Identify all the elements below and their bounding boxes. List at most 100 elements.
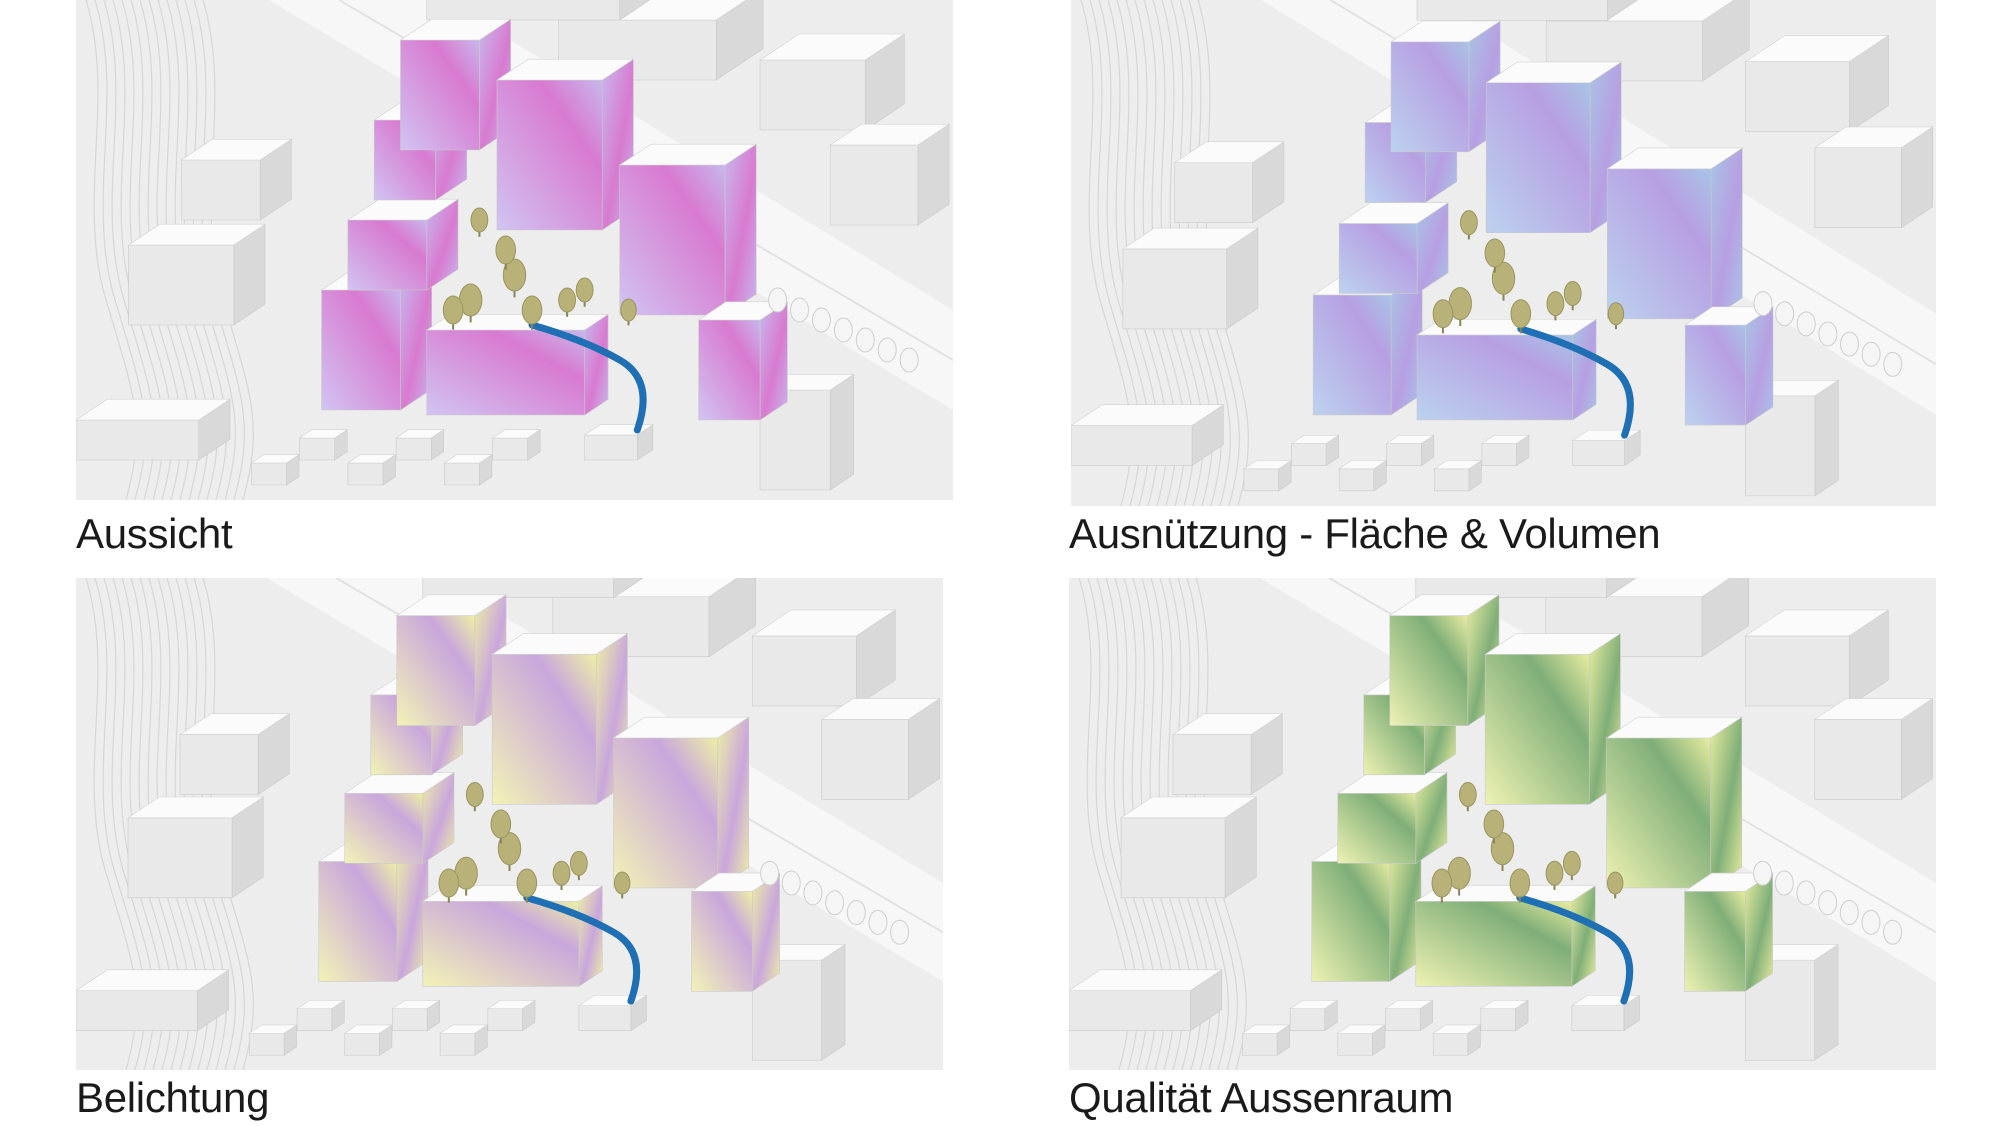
house	[343, 1024, 393, 1056]
house	[296, 999, 346, 1032]
context-building	[426, 0, 651, 21]
courtyard-trees	[1432, 210, 1625, 334]
project-building	[1336, 771, 1448, 864]
context-building	[1069, 969, 1223, 1032]
tree	[1546, 291, 1565, 321]
context-building	[1570, 994, 1641, 1032]
project-building	[1416, 318, 1598, 421]
project-building	[1390, 20, 1502, 153]
courtyard-trees	[1431, 781, 1624, 903]
tree	[502, 258, 527, 298]
context-building	[1744, 609, 1890, 707]
project-building	[1485, 61, 1623, 234]
context-building	[1121, 227, 1259, 330]
courtyard-trees	[438, 781, 631, 903]
tree	[1432, 299, 1454, 334]
house	[486, 999, 536, 1032]
house	[346, 454, 397, 486]
house	[395, 429, 445, 461]
tree	[516, 868, 538, 903]
context-building	[829, 123, 951, 226]
house	[1479, 999, 1529, 1032]
project-building	[1388, 594, 1501, 727]
stream	[528, 321, 647, 434]
project-building	[618, 143, 758, 316]
caption-aussicht: Aussicht	[76, 510, 233, 557]
tree	[1562, 850, 1581, 881]
street-trees	[1753, 291, 1903, 377]
context-building	[759, 373, 855, 491]
tree	[438, 868, 460, 903]
tree	[1545, 860, 1564, 890]
tree	[442, 295, 464, 330]
project-building	[346, 198, 459, 291]
context-building	[1071, 404, 1225, 467]
tree	[1607, 302, 1625, 330]
project-building	[399, 18, 512, 151]
project-building	[343, 771, 455, 864]
context-building	[820, 698, 941, 800]
context-building	[1813, 126, 1934, 229]
tree	[497, 832, 522, 871]
project-building	[1684, 306, 1774, 426]
tree	[1460, 210, 1478, 240]
site-model-drawing	[1069, 578, 1936, 1070]
context-building	[1571, 429, 1642, 467]
house	[443, 454, 493, 486]
tree	[614, 871, 631, 899]
site-model-drawing	[76, 0, 953, 500]
tree	[1431, 868, 1453, 903]
tree	[558, 287, 577, 317]
tree	[1509, 868, 1531, 903]
context-building	[583, 424, 654, 461]
tree	[1484, 238, 1506, 273]
panel-qualitaet	[1069, 578, 1936, 1070]
house	[1384, 999, 1434, 1032]
tree	[1483, 809, 1505, 844]
street-trees	[760, 860, 910, 945]
project-building	[1338, 202, 1450, 295]
caption-qualitaet: Qualität Aussenraum	[1069, 1074, 1454, 1121]
context-building	[1416, 0, 1639, 21]
context-building	[1813, 698, 1934, 800]
context-building	[127, 796, 265, 899]
context-building	[179, 713, 291, 796]
tree	[465, 781, 484, 812]
house	[248, 1024, 298, 1056]
project-building	[421, 885, 604, 987]
stream	[1517, 325, 1634, 439]
context-building	[577, 994, 648, 1032]
context-building	[1120, 796, 1258, 899]
tree	[620, 298, 637, 326]
street-trees	[1753, 860, 1903, 945]
project-building	[425, 313, 610, 416]
site-model-drawing	[76, 578, 943, 1070]
courtyard-trees	[442, 207, 637, 330]
tree	[495, 235, 517, 270]
project-building	[1606, 147, 1744, 320]
context-building	[759, 33, 906, 131]
project-building	[495, 58, 635, 231]
context-building	[76, 969, 230, 1032]
project-building	[1414, 885, 1597, 987]
tree	[569, 850, 588, 881]
project-building	[320, 268, 433, 411]
project-building	[1605, 716, 1743, 889]
house	[1385, 434, 1435, 467]
context-building	[1415, 578, 1637, 599]
caption-belichtung: Belichtung	[76, 1074, 270, 1121]
house	[439, 1024, 489, 1056]
project-building	[1312, 273, 1424, 416]
project-building	[697, 301, 789, 421]
panel-ausnuetzung	[1071, 0, 1936, 506]
context-building	[751, 609, 897, 707]
stream	[1516, 894, 1634, 1005]
house	[1290, 434, 1340, 467]
house	[1338, 459, 1388, 492]
project-building	[395, 594, 508, 727]
house	[1433, 459, 1483, 492]
panel-belichtung	[76, 578, 943, 1070]
tree	[490, 809, 512, 844]
project-building	[491, 632, 629, 805]
tree	[1563, 280, 1582, 311]
